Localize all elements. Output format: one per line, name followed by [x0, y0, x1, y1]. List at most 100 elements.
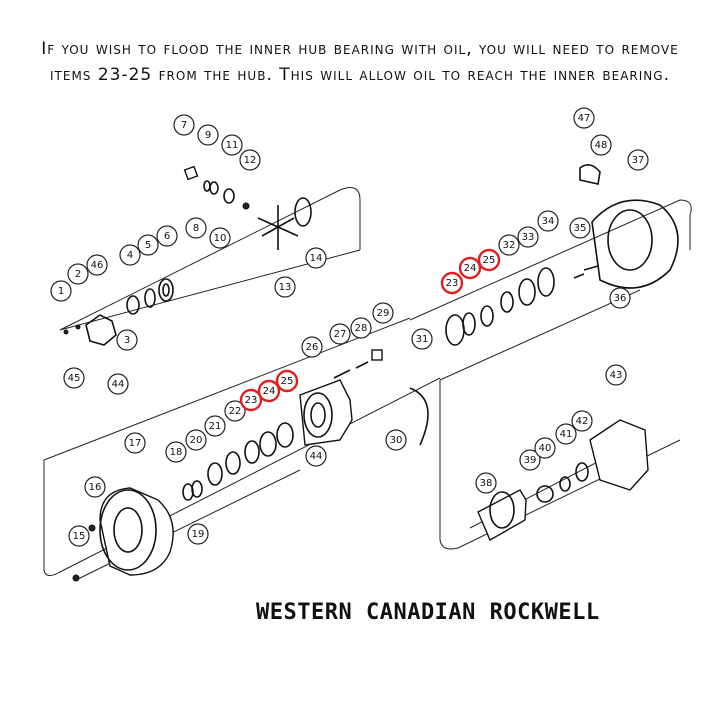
callout-4: 4 — [119, 244, 141, 266]
callout-32: 32 — [498, 234, 520, 256]
callout-9: 9 — [197, 124, 219, 146]
svg-text:33: 33 — [522, 232, 535, 243]
callout-labels: 1234567891011121314151617181920212223242… — [50, 107, 649, 547]
svg-text:32: 32 — [503, 240, 516, 251]
svg-text:36: 36 — [614, 293, 627, 304]
svg-text:7: 7 — [181, 120, 187, 131]
callout-30: 30 — [385, 429, 407, 451]
callout-24-highlighted: 24 — [257, 379, 281, 403]
callout-27: 27 — [329, 323, 351, 345]
svg-text:12: 12 — [244, 155, 257, 166]
callout-38: 38 — [475, 472, 497, 494]
callout-18: 18 — [165, 441, 187, 463]
callout-10: 10 — [209, 227, 231, 249]
svg-text:48: 48 — [595, 140, 608, 151]
svg-text:37: 37 — [632, 155, 645, 166]
svg-text:20: 20 — [190, 435, 203, 446]
svg-text:5: 5 — [145, 240, 151, 251]
callout-21: 21 — [204, 415, 226, 437]
callout-26: 26 — [301, 336, 323, 358]
callout-23-highlighted: 23 — [440, 271, 464, 295]
upper-left-parts — [63, 165, 312, 346]
callout-35: 35 — [569, 217, 591, 239]
svg-text:44: 44 — [112, 379, 125, 390]
callout-7: 7 — [173, 114, 195, 136]
svg-text:18: 18 — [170, 447, 183, 458]
svg-text:11: 11 — [226, 140, 239, 151]
svg-text:31: 31 — [416, 334, 429, 345]
callout-33: 33 — [517, 226, 539, 248]
svg-text:16: 16 — [89, 482, 102, 493]
callout-20: 20 — [185, 429, 207, 451]
callout-39: 39 — [519, 449, 541, 471]
callout-3: 3 — [116, 329, 138, 351]
callout-31: 31 — [411, 328, 433, 350]
callout-46: 46 — [86, 254, 108, 276]
svg-text:3: 3 — [124, 335, 130, 346]
callout-40: 40 — [534, 437, 556, 459]
svg-text:40: 40 — [539, 443, 552, 454]
svg-text:38: 38 — [480, 478, 493, 489]
svg-text:26: 26 — [306, 342, 319, 353]
svg-text:46: 46 — [91, 260, 104, 271]
svg-text:23: 23 — [245, 395, 258, 406]
svg-text:8: 8 — [193, 223, 199, 234]
svg-text:21: 21 — [209, 421, 222, 432]
svg-text:35: 35 — [574, 223, 587, 234]
callout-6: 6 — [156, 225, 178, 247]
svg-text:24: 24 — [464, 263, 477, 274]
svg-text:22: 22 — [229, 406, 242, 417]
svg-text:29: 29 — [377, 308, 390, 319]
callout-5: 5 — [137, 234, 159, 256]
svg-text:41: 41 — [560, 429, 573, 440]
svg-text:1: 1 — [58, 286, 64, 297]
svg-text:25: 25 — [483, 255, 496, 266]
callout-22: 22 — [224, 400, 246, 422]
callout-17: 17 — [124, 432, 146, 454]
callout-43: 43 — [605, 364, 627, 386]
svg-text:9: 9 — [205, 130, 211, 141]
svg-text:42: 42 — [576, 416, 589, 427]
svg-text:17: 17 — [129, 438, 142, 449]
svg-text:2: 2 — [75, 269, 81, 280]
instruction-note: If you wish to flood the inner hub beari… — [41, 39, 679, 85]
svg-text:34: 34 — [542, 216, 555, 227]
svg-text:43: 43 — [610, 370, 623, 381]
callout-44: 44 — [305, 445, 327, 467]
svg-text:15: 15 — [73, 531, 86, 542]
callout-44-left: 44 — [107, 373, 129, 395]
brand-label: WESTERN CANADIAN ROCKWELL — [256, 600, 600, 625]
callout-48: 48 — [590, 134, 612, 156]
callout-13: 13 — [274, 276, 296, 298]
svg-text:24: 24 — [263, 386, 276, 397]
svg-text:28: 28 — [355, 323, 368, 334]
callout-36: 36 — [609, 287, 631, 309]
callout-12: 12 — [239, 149, 261, 171]
callout-2: 2 — [67, 263, 89, 285]
svg-text:45: 45 — [68, 373, 81, 384]
svg-text:27: 27 — [334, 329, 347, 340]
callout-8: 8 — [185, 217, 207, 239]
svg-text:47: 47 — [578, 113, 591, 124]
callout-28: 28 — [350, 317, 372, 339]
callout-19: 19 — [187, 523, 209, 545]
callout-25-highlighted: 25 — [477, 248, 501, 272]
callout-1: 1 — [50, 280, 72, 302]
callout-14: 14 — [305, 247, 327, 269]
middle-parts — [182, 349, 429, 501]
svg-text:13: 13 — [279, 282, 292, 293]
callout-25-highlighted: 25 — [275, 369, 299, 393]
callout-23-highlighted: 23 — [239, 388, 263, 412]
callout-16: 16 — [84, 476, 106, 498]
callout-45: 45 — [63, 367, 85, 389]
upper-right-parts — [445, 164, 679, 346]
svg-text:44: 44 — [310, 451, 323, 462]
callout-37: 37 — [627, 149, 649, 171]
lower-parts — [72, 419, 649, 582]
callout-42: 42 — [571, 410, 593, 432]
svg-text:25: 25 — [281, 376, 294, 387]
svg-text:4: 4 — [127, 250, 133, 261]
callout-24-highlighted: 24 — [458, 256, 482, 280]
svg-text:6: 6 — [164, 231, 170, 242]
